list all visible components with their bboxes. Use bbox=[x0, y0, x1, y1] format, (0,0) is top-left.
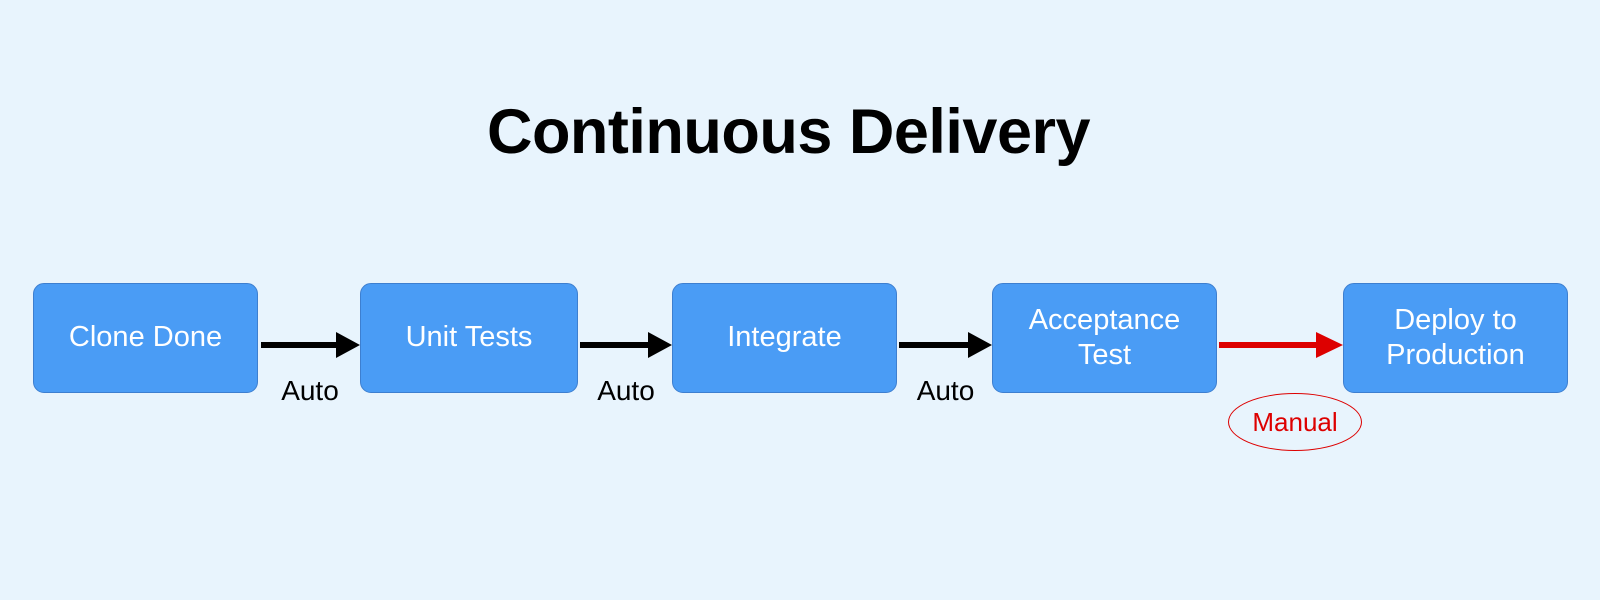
stage-label-line-1: Deploy to bbox=[1394, 303, 1517, 336]
stage-box-integrate[interactable]: Integrate bbox=[672, 283, 897, 393]
connector-label-auto-1: Auto bbox=[281, 375, 339, 406]
manual-badge: Manual bbox=[1228, 393, 1362, 451]
stage-box-clone-done[interactable]: Clone Done bbox=[33, 283, 258, 393]
stage-box-acceptance-test[interactable]: Acceptance Test bbox=[992, 283, 1217, 393]
connector-label-auto-3: Auto bbox=[916, 375, 975, 406]
stage-label-integrate: Integrate bbox=[727, 321, 842, 354]
stage-label-deploy-to-production: Deploy to Production bbox=[1352, 303, 1559, 374]
manual-badge-label: Manual bbox=[1252, 406, 1338, 437]
page-title: Continuous Delivery bbox=[486, 97, 1091, 167]
stage-label-unit-tests: Unit Tests bbox=[405, 321, 533, 354]
stage-label-line-2: Production bbox=[1386, 339, 1525, 371]
connector-arrow-acceptance-test-to-deploy bbox=[1217, 325, 1345, 365]
stage-label-clone-done: Clone Done bbox=[68, 321, 223, 354]
stage-label-line-1: Acceptance bbox=[1028, 303, 1181, 336]
stage-label-acceptance-test: Acceptance Test bbox=[1001, 303, 1208, 374]
connector-label-auto-2: Auto bbox=[597, 375, 655, 406]
stage-box-deploy-to-production[interactable]: Deploy to Production bbox=[1343, 283, 1568, 393]
connector-arrow-unit-tests-to-integrate bbox=[578, 325, 674, 365]
stage-label-line-2: Test bbox=[1077, 339, 1132, 371]
connector-arrow-clone-done-to-unit-tests bbox=[258, 325, 362, 365]
connector-arrow-integrate-to-acceptance-test bbox=[897, 325, 994, 365]
stage-box-unit-tests[interactable]: Unit Tests bbox=[360, 283, 578, 393]
